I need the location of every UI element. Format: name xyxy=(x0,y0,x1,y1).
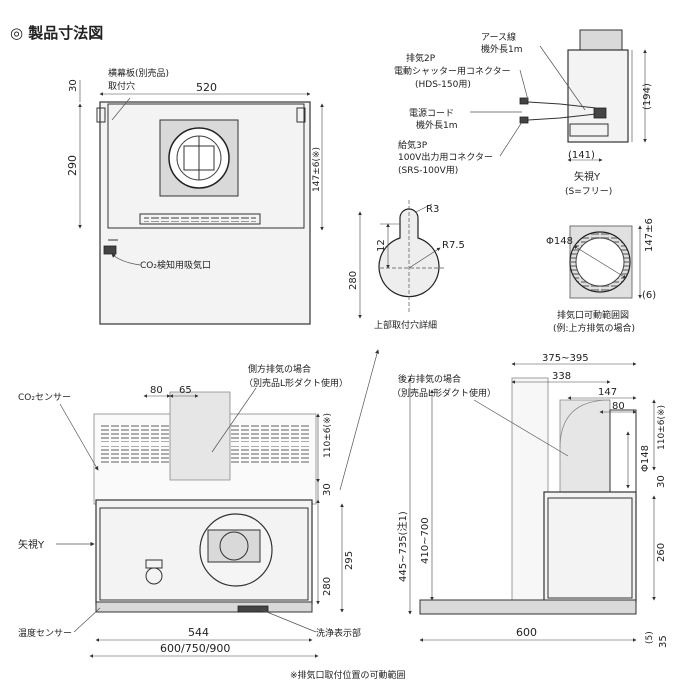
label-co2-sensor: CO₂センサー xyxy=(18,392,71,403)
side-view-body xyxy=(567,49,629,143)
page-title: ◎ 製品寸法図 xyxy=(10,24,104,42)
dim-35: 35 xyxy=(658,635,669,648)
label-sokuhou-1: 側方排気の場合 xyxy=(248,363,311,375)
label-kyuki-3: (SRS-100V用) xyxy=(398,165,458,176)
label-kouhou-2: （別売品L形ダクト使用） xyxy=(392,387,496,399)
dim-290: 290 xyxy=(66,155,79,176)
dim-5: (5) xyxy=(645,631,655,644)
dim-280-front: 280 xyxy=(322,577,333,596)
exhaust-range-diagram: Φ148 147±6 (6) 排気口可動範囲図 (例:上方排気の場合) xyxy=(546,218,656,334)
label-kyuki-2: 100V出力用コネクター xyxy=(398,151,493,163)
label-dengen-1: 電源コード xyxy=(409,108,454,119)
dim-280-detail: 280 xyxy=(348,271,359,290)
dim-6: (6) xyxy=(642,290,656,301)
label-s-free: (S=フリー) xyxy=(565,187,612,197)
label-senjou: 洗浄表示部 xyxy=(316,627,361,639)
dim-phi148: Φ148 xyxy=(546,236,573,247)
dim-410-700: 410~700 xyxy=(420,517,431,564)
front-view: 80 65 110±6(※) 30 280 295 544 600/750/90… xyxy=(18,363,361,658)
co2-intake xyxy=(103,245,117,255)
label-sokuhou-2: （別売品L形ダクト使用） xyxy=(244,377,348,389)
dim-147: 147 xyxy=(598,387,617,398)
dim-338: 338 xyxy=(552,371,571,382)
label-kyuki-1: 給気3P xyxy=(398,139,428,151)
dim-544: 544 xyxy=(188,626,209,639)
slot-strip xyxy=(139,213,261,225)
dim-375-395: 375~395 xyxy=(542,353,589,364)
dim-r3: R3 xyxy=(426,204,439,215)
label-shiten-y: 矢視Y xyxy=(18,538,45,551)
dim-260: 260 xyxy=(656,543,667,562)
label-toritsuke: 取付穴 xyxy=(108,80,135,92)
label-ondo: 温度センサー xyxy=(18,627,72,639)
dim-12: 12 xyxy=(376,239,387,252)
label-shiten-y-2: 矢視Y xyxy=(574,170,601,183)
dim-r7-5: R7.5 xyxy=(442,240,465,251)
top-plate xyxy=(107,103,305,229)
side-view: 375~395 338 147 80 110±6(※) Φ148 30 260 … xyxy=(392,353,669,648)
dim-80-side: 80 xyxy=(612,401,625,412)
dim-600: 600 xyxy=(516,626,537,639)
label-earth-2: 機外長1m xyxy=(481,43,523,55)
dim-30-side: 30 xyxy=(656,475,667,488)
dim-65: 65 xyxy=(179,385,192,396)
rear-duct xyxy=(559,399,611,493)
label-yokomaku: 横幕板(別売品) xyxy=(108,67,169,79)
footnote: ※排気口取付位置の可動範囲 xyxy=(290,669,406,681)
dim-141: (141) xyxy=(568,150,595,161)
dim-147-6: 147±6(※) xyxy=(312,147,322,192)
label-co2-kenchi: CO₂検知用吸気口 xyxy=(140,259,211,271)
hood-top-outline xyxy=(99,101,311,325)
dim-80: 80 xyxy=(150,385,163,396)
dim-600-750-900: 600/750/900 xyxy=(160,642,230,655)
keyhole-shape xyxy=(378,208,440,298)
dim-147-6-b: 147±6 xyxy=(644,218,655,252)
label-earth-1: アース線 xyxy=(481,31,516,43)
dim-295: 295 xyxy=(344,551,355,570)
top-view: 520 30 290 147±6(※) 横幕板(別売品) 取付穴 CO₂検知用吸… xyxy=(66,67,324,325)
label-haiki-range-1: 排気口可動範囲図 xyxy=(557,309,629,321)
label-haiki-1: 排気2P xyxy=(406,52,436,64)
side-duct xyxy=(169,391,231,481)
label-joubu: 上部取付穴詳細 xyxy=(374,319,437,331)
dim-194: (194) xyxy=(642,83,653,110)
label-haiki-3: (HDS-150用) xyxy=(415,79,471,90)
dim-445-735: 445~735(注1) xyxy=(396,511,409,582)
dim-30-front: 30 xyxy=(322,483,333,496)
dim-phi148-b: Φ148 xyxy=(640,445,651,472)
dim-520: 520 xyxy=(196,81,217,94)
label-haiki-range-2: (例:上方排気の場合) xyxy=(553,322,635,334)
dim-30-top: 30 xyxy=(68,79,79,92)
label-haiki-2: 電動シャッター用コネクター xyxy=(394,66,511,77)
mounting-hole-detail: 12 280 R3 R7.5 上部取付穴詳細 xyxy=(339,200,465,491)
dim-110-6: 110±6(※) xyxy=(323,413,333,458)
label-dengen-2: 機外長1m xyxy=(416,119,458,131)
side-view-y: (194) (141) 矢視Y (S=フリー) アース線 機外長1m 排気2P … xyxy=(394,29,653,197)
side-body xyxy=(543,491,637,603)
dim-110-6-b: 110±6(※) xyxy=(657,405,667,450)
label-kouhou-1: 後方排気の場合 xyxy=(398,373,461,385)
